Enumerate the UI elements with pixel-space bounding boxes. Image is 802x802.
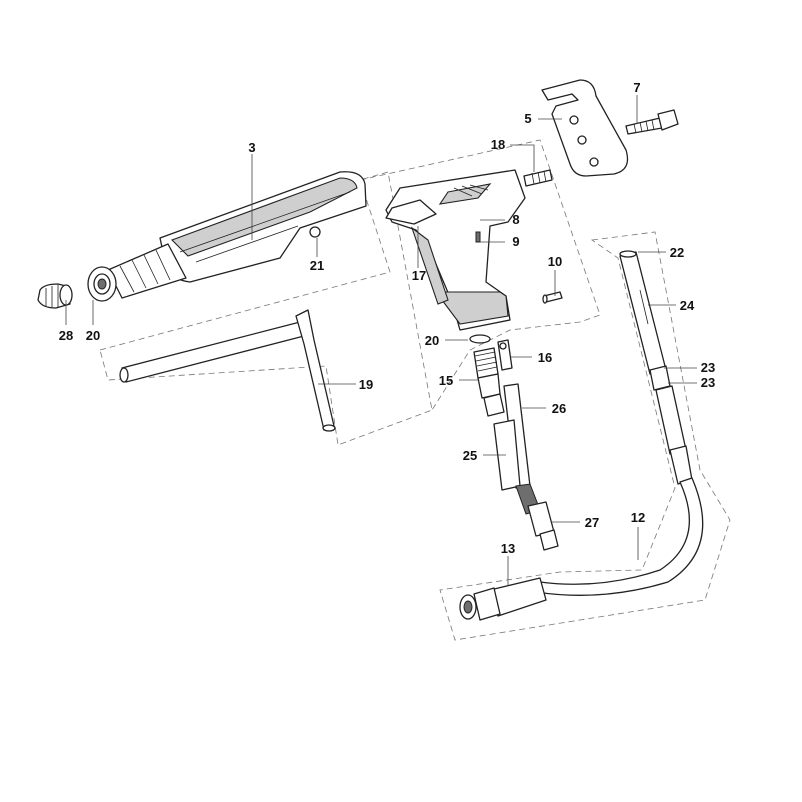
callout-17: 17 (412, 268, 426, 283)
callout-28: 28 (59, 328, 73, 343)
cable-tube-part-24 (619, 250, 693, 485)
callout-26: 26 (552, 401, 566, 416)
connector-part-15 (473, 347, 505, 417)
cable-plug-part-13 (459, 577, 547, 621)
fitting-part-16 (497, 339, 513, 371)
callout-5: 5 (524, 111, 531, 126)
callout-15: 15 (439, 373, 453, 388)
callout-16: 16 (538, 350, 552, 365)
group-outline-cable (439, 231, 731, 641)
cap-part-22 (619, 250, 637, 258)
callout-10: 10 (548, 254, 562, 269)
callout-3: 3 (248, 140, 255, 155)
callout-18: 18 (491, 137, 505, 152)
callout-23-lower: 23 (701, 375, 715, 390)
hose-end-part-27 (515, 483, 559, 551)
gun-body-part-8 (385, 169, 526, 331)
trigger-part-17 (385, 199, 437, 225)
callout-22: 22 (670, 245, 684, 260)
o-ring-part-20 (469, 334, 491, 344)
pin-part-10 (542, 291, 563, 304)
threaded-stud-part-18 (523, 169, 553, 187)
callout-20-nozzle: 20 (86, 328, 100, 343)
callout-13: 13 (501, 541, 515, 556)
cable-part-12 (535, 477, 704, 596)
bracket-part-5 (541, 79, 629, 177)
leader-lines (65, 95, 697, 586)
screw-part-9 (475, 231, 481, 243)
callout-21: 21 (310, 258, 324, 273)
callout-27: 27 (585, 515, 599, 530)
o-ring-part-21 (309, 226, 321, 238)
callout-12: 12 (631, 510, 645, 525)
callout-19: 19 (359, 377, 373, 392)
callout-25: 25 (463, 448, 477, 463)
callout-20-lower: 20 (425, 333, 439, 348)
callout-9: 9 (512, 234, 519, 249)
callout-23-upper: 23 (701, 360, 715, 375)
nozzle-assembly (87, 243, 187, 302)
screw-part-7 (625, 109, 679, 135)
callout-8: 8 (512, 212, 519, 227)
callout-labels: 3 5 7 8 9 10 12 13 15 16 17 18 19 20 20 … (59, 80, 715, 556)
callout-24: 24 (680, 298, 695, 313)
group-outline-barrel (99, 171, 433, 446)
end-cap-part-28 (37, 283, 73, 309)
l-rod-part-19 (119, 309, 336, 432)
group-outline-body (359, 139, 601, 411)
callout-7: 7 (633, 80, 640, 95)
barrel-housing-part-3 (159, 171, 367, 283)
nut-part-23 (649, 365, 671, 391)
